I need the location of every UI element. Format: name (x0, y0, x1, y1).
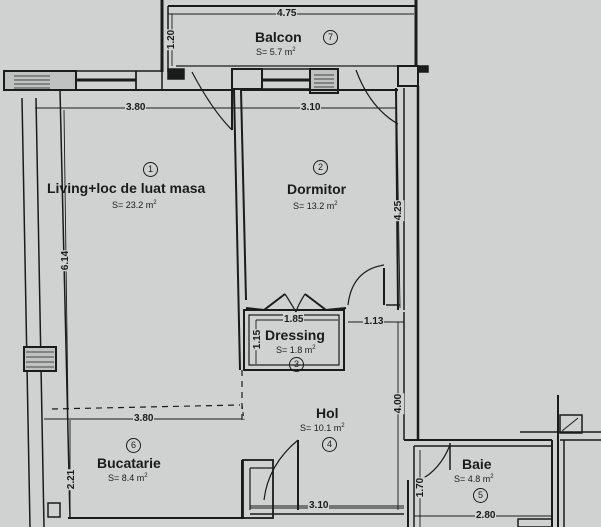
bathroom-walls (404, 395, 601, 527)
dim-baie-width: 2.80 (475, 510, 497, 521)
room-name-dressing: Dressing (265, 327, 325, 343)
dim-bucatarie-depth: 2.21 (66, 468, 78, 491)
dim-hol-width: 3.10 (308, 500, 330, 511)
room-name-baie: Baie (462, 456, 492, 472)
room-number-dormitor: 2 (313, 160, 328, 175)
right-wall (383, 86, 420, 440)
top-wall (3, 65, 429, 94)
room-area-baie: S= 4.8 m2 (454, 474, 494, 484)
room-area-living: S= 23.2 m2 (112, 200, 157, 210)
doors (191, 69, 451, 510)
dim-dormitor-depth: 4.25 (393, 199, 405, 222)
kitchen-divider (51, 370, 243, 420)
room-number-baie: 5 (473, 488, 488, 503)
room-area-bucatarie: S= 8.4 m2 (108, 473, 148, 483)
room-name-balcon: Balcon (255, 29, 302, 45)
room-name-bucatarie: Bucatarie (97, 455, 161, 471)
dim-dressing-width: 1.85 (283, 314, 305, 325)
room-area-dressing: S= 1.8 m2 (276, 345, 316, 355)
dim-balcon-depth: 1.20 (166, 28, 178, 51)
room-area-hol: S= 10.1 m2 (300, 423, 345, 433)
dim-baie-depth: 1.70 (415, 476, 427, 499)
dim-bucatarie-width: 3.80 (133, 413, 155, 424)
dim-balcon-width: 4.75 (276, 8, 298, 19)
room-name-living: Living+loc de luat masa (47, 180, 206, 196)
room-name-dormitor: Dormitor (287, 181, 347, 197)
dim-living-depth: 6.14 (60, 249, 72, 272)
room-number-living: 1 (143, 162, 158, 177)
room-area-balcon: S= 5.7 m2 (256, 47, 296, 57)
dim-hol-depth: 4.00 (393, 392, 405, 415)
dim-living-width: 3.80 (125, 102, 147, 113)
room-area-dormitor: S= 13.2 m2 (293, 201, 338, 211)
dim-dressing-depth: 1.15 (252, 328, 264, 351)
room-number-bucatarie: 6 (126, 438, 141, 453)
room-name-hol: Hol (316, 405, 339, 421)
dim-dormitor-width: 3.10 (300, 102, 322, 113)
kitchen-walls (47, 459, 274, 519)
radiator-hatch (14, 74, 334, 89)
room-number-dressing: 3 (289, 357, 304, 372)
dim-hol-passage: 1.13 (363, 316, 385, 327)
left-wall (21, 89, 71, 527)
room-number-hol: 4 (322, 437, 337, 452)
room-number-balcon: 7 (323, 30, 338, 45)
